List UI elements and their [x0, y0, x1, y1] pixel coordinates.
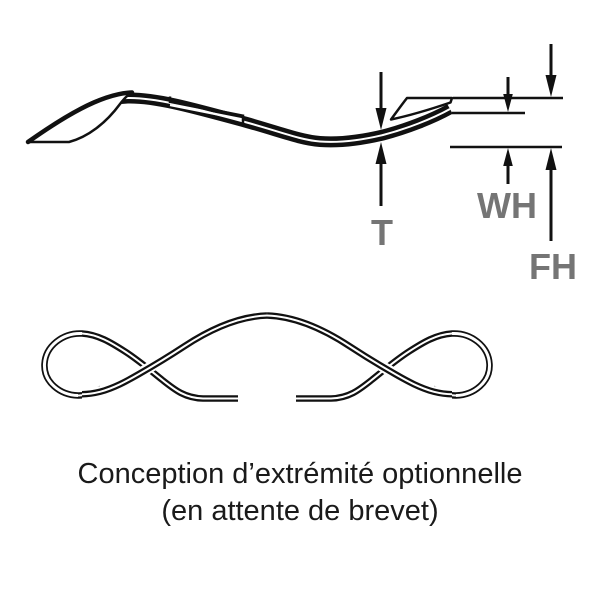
- crossed-loop-right-half: [266, 312, 493, 402]
- dim-arrow-t-bottom: [375, 142, 387, 206]
- loop-over-strand: [266, 312, 453, 398]
- left-end-outer-edge: [25, 90, 135, 145]
- dim-arrow-fh-top: [545, 44, 557, 97]
- crossed-loop-left-half: [41, 312, 268, 402]
- dim-arrow-fh-bottom: [545, 148, 557, 241]
- crossed-loop-end-diagram: [41, 312, 493, 402]
- overlap-seam-highlight: [169, 103, 244, 121]
- loop-under-strand: [41, 330, 238, 402]
- loop-edge-split: [451, 331, 492, 397]
- dim-label-wh: WH: [477, 185, 537, 226]
- dim-label-t: T: [371, 212, 393, 253]
- caption-line-1: Conception d’extrémité optionnelle: [78, 458, 523, 490]
- right-end-facet: [389, 96, 454, 121]
- left-end-facet: [26, 91, 134, 144]
- dim-arrow-wh-bottom: [503, 148, 513, 184]
- dim-label-fh: FH: [529, 246, 577, 287]
- loop-edge-split: [42, 331, 83, 397]
- loop-over-strand-highlight: [266, 314, 453, 396]
- dim-arrow-wh-top: [503, 77, 513, 112]
- caption: Conception d’extrémité optionnelle (en a…: [78, 458, 523, 527]
- loop-over-strand: [81, 312, 268, 398]
- loop-under-strand: [296, 330, 493, 402]
- wave-spring-profile-diagram: T WH FH: [25, 44, 577, 287]
- loop-over-strand-highlight: [81, 314, 268, 396]
- overlap-seam-edge: [169, 100, 244, 118]
- dim-arrow-t-top: [375, 72, 387, 130]
- caption-line-2: (en attente de brevet): [161, 495, 438, 527]
